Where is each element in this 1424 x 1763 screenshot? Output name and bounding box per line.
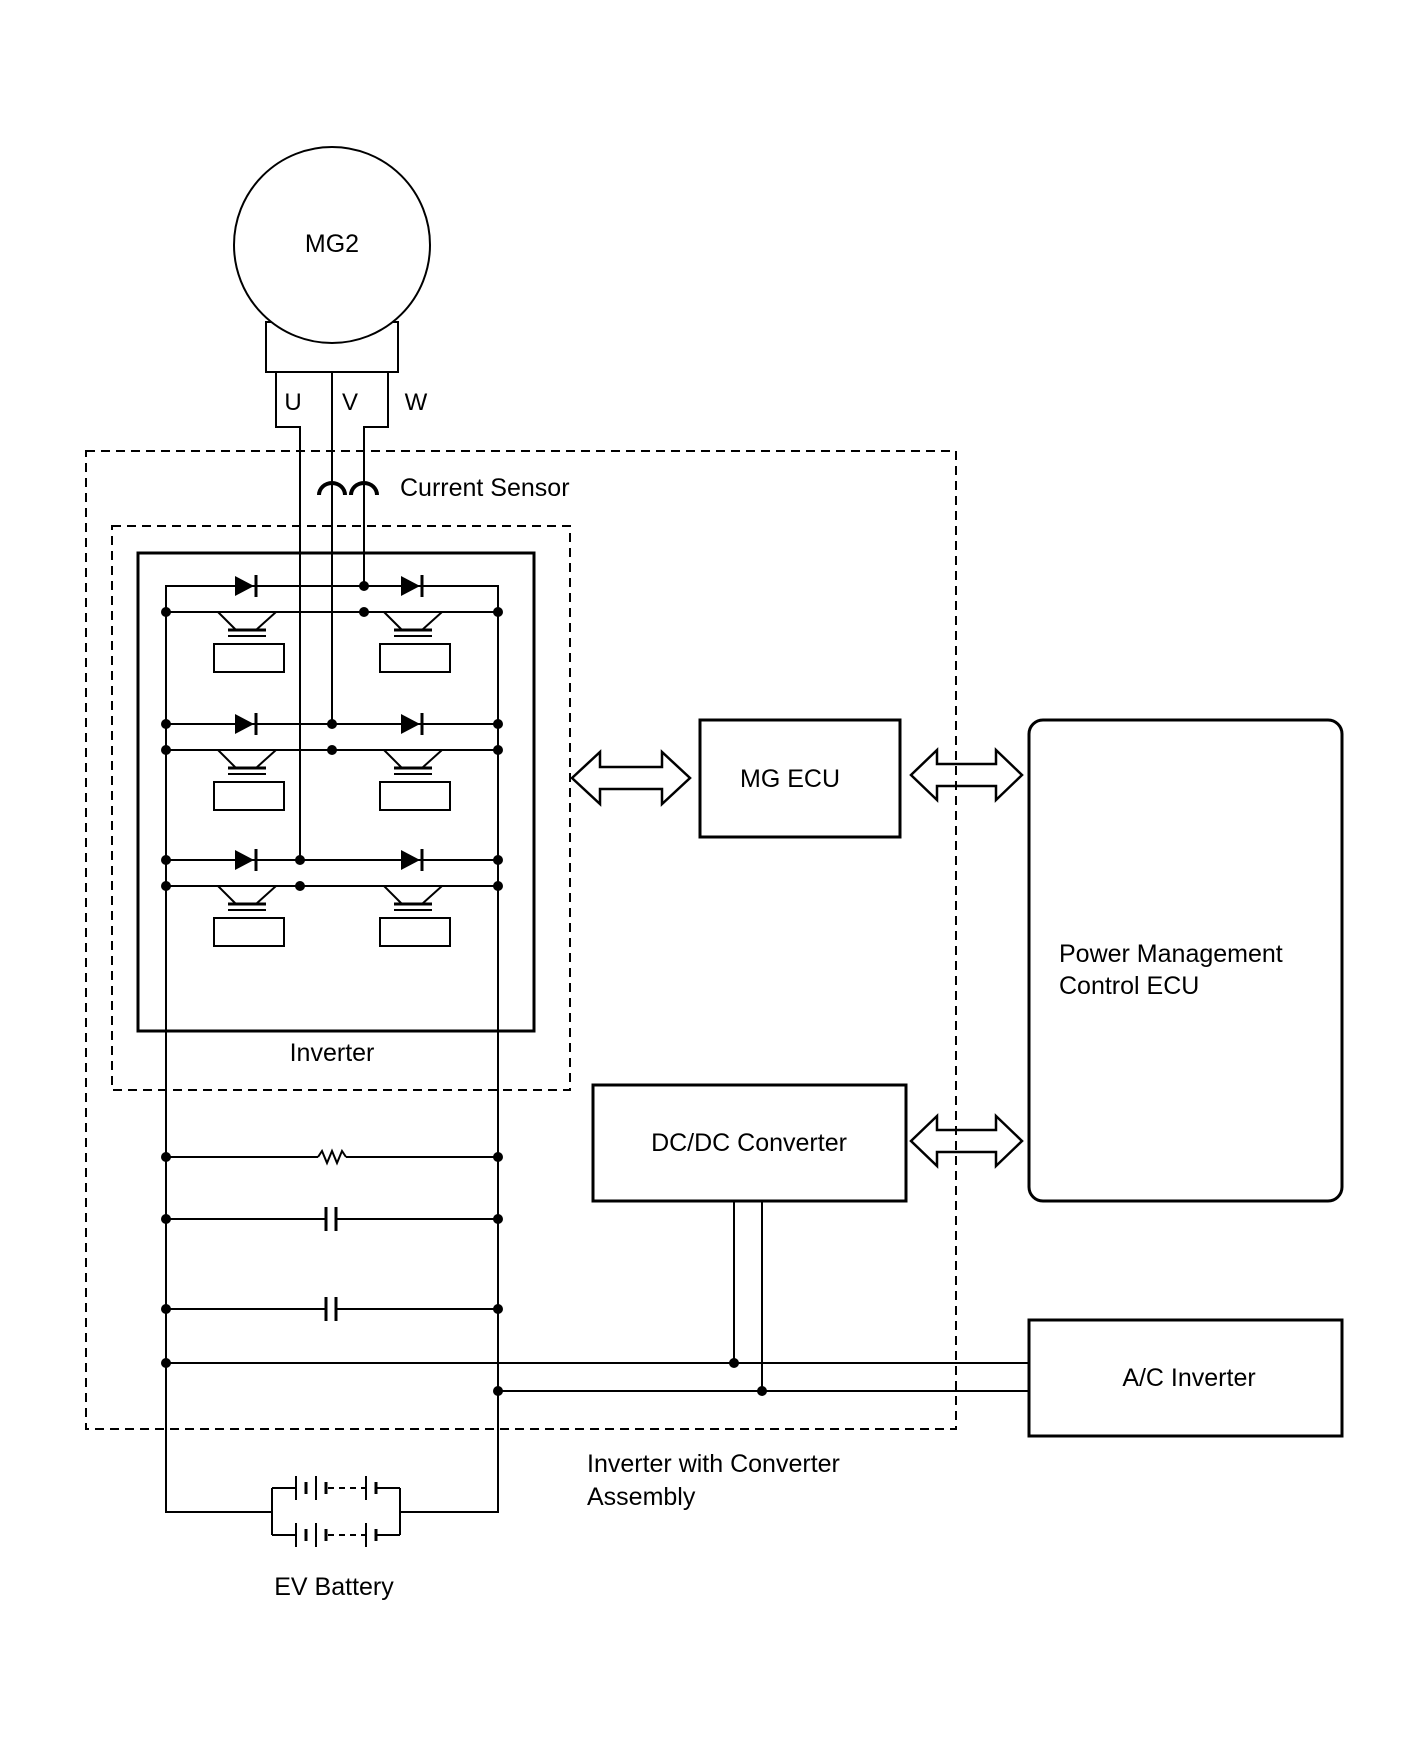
- motor-circle: [233, 146, 431, 344]
- igbt-icon: [379, 885, 451, 947]
- diode-icon: [401, 714, 420, 734]
- bidirectional-arrow-icon: [570, 749, 692, 807]
- inverter-bridge: [161, 575, 503, 1512]
- dcdc-converter-block: DC/DC Converter: [591, 1083, 908, 1203]
- diode-icon: [401, 850, 420, 870]
- dc-bus-components: [161, 1148, 503, 1396]
- assembly-label-line2: Assembly: [587, 1483, 696, 1511]
- igbt-icon: [213, 749, 285, 811]
- bidirectional-arrow-icon: [909, 1113, 1024, 1169]
- igbt-icon: [213, 885, 285, 947]
- bus-junction-dots: [729, 1358, 767, 1396]
- pm-ecu-label-line1: Power Management: [1059, 940, 1283, 968]
- assembly-boundary: [85, 450, 957, 1430]
- junction-dots: [161, 581, 503, 891]
- current-sensor-w-icon: [349, 481, 379, 495]
- mg-ecu-block: MG ECU: [698, 718, 902, 839]
- inverter-boundary: [111, 525, 571, 1091]
- ac-inverter-block: A/C Inverter: [1027, 1318, 1344, 1438]
- inverter-label: Inverter: [290, 1039, 375, 1067]
- hv-bus-lines: [166, 1200, 1029, 1392]
- phase-terminals: U V W: [275, 372, 428, 860]
- igbt-icon: [379, 611, 451, 673]
- diode-icon: [235, 576, 254, 596]
- pm-ecu-block: Power Management Control ECU: [1027, 718, 1344, 1203]
- current-sensor: Current Sensor: [317, 474, 570, 502]
- phase-u-label: U: [284, 389, 301, 416]
- diode-icon: [235, 850, 254, 870]
- mg2-motor: MG2: [233, 146, 431, 373]
- igbt-icon: [379, 749, 451, 811]
- mg-ecu-label: MG ECU: [740, 765, 840, 793]
- ac-inverter-label: A/C Inverter: [1122, 1364, 1255, 1392]
- igbt-module-box: [136, 551, 536, 1033]
- diode-icon: [401, 576, 420, 596]
- current-sensor-label: Current Sensor: [400, 474, 570, 502]
- diode-icon: [235, 714, 254, 734]
- motor-label: MG2: [305, 230, 359, 258]
- resistor-icon: [317, 1148, 347, 1166]
- bidirectional-arrow-icon: [909, 747, 1024, 803]
- current-sensor-v-icon: [317, 481, 347, 495]
- igbt-icon: [213, 611, 285, 673]
- ev-battery: EV Battery: [165, 1476, 499, 1601]
- phase-v-label: V: [342, 389, 358, 416]
- pm-ecu-label-line2: Control ECU: [1059, 972, 1199, 1000]
- phase-w-label: W: [405, 389, 428, 416]
- assembly-label-line1: Inverter with Converter: [587, 1450, 840, 1478]
- dcdc-label: DC/DC Converter: [651, 1129, 847, 1157]
- battery-label: EV Battery: [274, 1573, 394, 1601]
